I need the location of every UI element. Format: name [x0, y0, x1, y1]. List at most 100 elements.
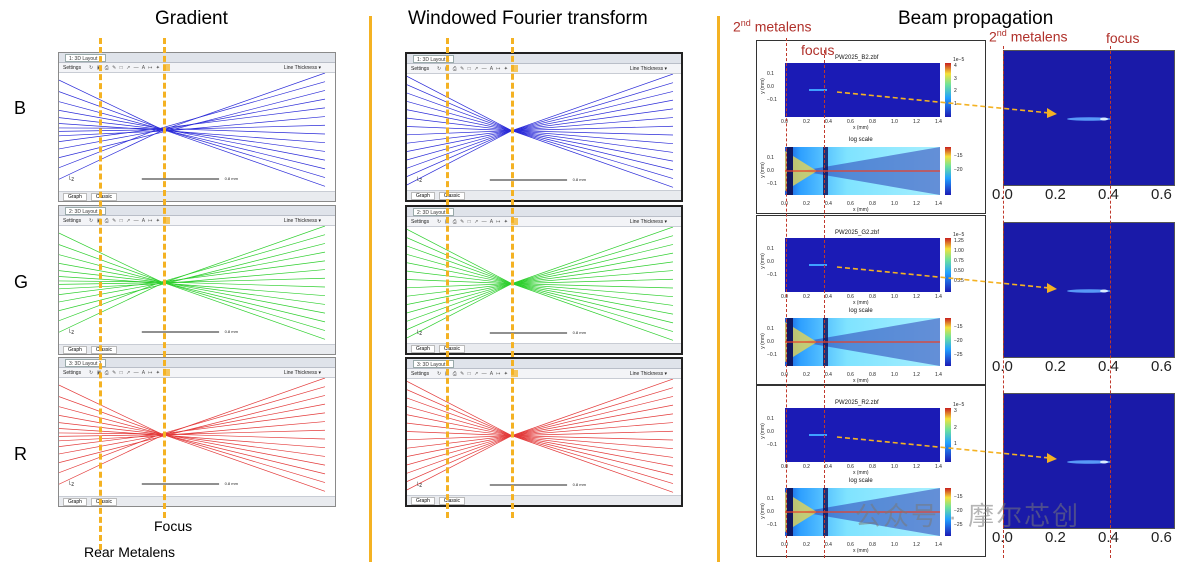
- x-tick-label: 1.4: [935, 294, 942, 300]
- axes-icon: └z: [415, 483, 423, 489]
- graph-tab[interactable]: Graph: [411, 192, 435, 200]
- classic-tab[interactable]: Classic: [438, 497, 466, 505]
- ray: [511, 130, 674, 179]
- ray-plot-svg: [406, 378, 674, 493]
- arrow-line: [836, 266, 1051, 289]
- ray: [511, 283, 674, 332]
- ray: [511, 435, 674, 450]
- ray: [58, 282, 165, 333]
- window-tab[interactable]: 1: 3D Layout 1: [413, 55, 454, 63]
- settings-button[interactable]: Settings: [63, 370, 82, 376]
- ray: [511, 235, 674, 284]
- intensity-spot: [809, 264, 827, 266]
- ray: [406, 435, 512, 474]
- ray: [58, 130, 168, 158]
- highlight-icon[interactable]: [163, 217, 171, 225]
- line-thickness-dropdown[interactable]: Line Thickness ▾: [283, 370, 321, 376]
- ray: [58, 232, 162, 283]
- arrow-line: [836, 91, 1051, 114]
- graph-tab[interactable]: Graph: [63, 193, 87, 201]
- highlight-icon[interactable]: [511, 65, 519, 73]
- settings-button[interactable]: Settings: [411, 371, 430, 377]
- focus-line-right: [1110, 46, 1111, 558]
- ray: [161, 281, 326, 314]
- y-tick-label: 0.1: [767, 246, 774, 252]
- graph-tab[interactable]: Graph: [411, 345, 435, 353]
- settings-button[interactable]: Settings: [63, 218, 82, 224]
- classic-tab[interactable]: Classic: [90, 193, 118, 201]
- ray: [511, 108, 674, 131]
- highlight-icon[interactable]: [163, 64, 171, 72]
- window-tab[interactable]: 1: 3D Layout 1: [65, 54, 106, 62]
- x-tick-label: 0.0: [781, 464, 788, 470]
- window-toolbar: Settings ↻ ▣ ⎙ ✎ □ ↗ — A ↦ ✦ Line Thickne…: [59, 368, 335, 378]
- colorbar-top-label: 3: [954, 408, 957, 414]
- line-thickness-dropdown[interactable]: Line Thickness ▾: [283, 218, 321, 224]
- ray: [511, 435, 674, 458]
- row-label-g: G: [14, 272, 29, 292]
- x-tick-label: 0.4: [825, 464, 832, 470]
- toolbar-icons[interactable]: ↻ ▣ ⎙ ✎ □ ↗ — A ↦ ✦: [437, 64, 519, 73]
- title-gradient: Gradient: [155, 8, 228, 29]
- classic-tab[interactable]: Classic: [438, 345, 466, 353]
- ray: [511, 244, 674, 284]
- separator-2: [717, 16, 720, 562]
- zoom-x-tick-label: 0.0: [992, 358, 1013, 375]
- settings-button[interactable]: Settings: [411, 219, 430, 225]
- log-map: [785, 318, 951, 366]
- ray: [166, 435, 326, 449]
- ray: [58, 282, 164, 285]
- ray: [511, 413, 674, 436]
- ray: [406, 422, 512, 436]
- ray: [406, 229, 513, 284]
- window-toolbar: Settings ↻ ▣ ⎙ ✎ □ ↗ — A ↦ ✦ Line Thickne…: [59, 63, 335, 73]
- toolbar-icons[interactable]: ↻ ▣ ⎙ ✎ □ ↗ — A ↦ ✦: [89, 368, 171, 377]
- ray-plot: 0.8 mm└z: [406, 226, 681, 343]
- ray: [163, 282, 326, 305]
- ray: [406, 283, 512, 297]
- colorbar-top-label: 3: [954, 75, 957, 82]
- graph-tab[interactable]: Graph: [63, 498, 87, 506]
- classic-tab[interactable]: Classic: [90, 498, 118, 506]
- graph-tab[interactable]: Graph: [63, 346, 87, 354]
- line-thickness-dropdown[interactable]: Line Thickness ▾: [629, 66, 667, 72]
- window-tab[interactable]: 3: 3D Layout 1: [65, 359, 106, 367]
- ray: [167, 116, 326, 132]
- intensity-map: [785, 408, 951, 462]
- ray: [58, 79, 161, 129]
- window-tab[interactable]: 2: 3D Layout 1: [65, 207, 106, 215]
- line-thickness-dropdown[interactable]: Line Thickness ▾: [283, 65, 321, 71]
- zemax-window-gradient-g: 2: 3D Layout 1 Settings ↻ ▣ ⎙ ✎ □ ↗ — A ↦ …: [58, 205, 336, 355]
- toolbar-icons[interactable]: ↻ ▣ ⎙ ✎ □ ↗ — A ↦ ✦: [437, 217, 519, 226]
- x-tick-label: 0.6: [847, 372, 854, 378]
- ray-plot: 0.8 mm└z: [58, 377, 335, 496]
- ray: [406, 406, 512, 436]
- window-tabbar: 1: 3D Layout 1: [59, 53, 335, 63]
- highlight-icon[interactable]: [163, 369, 171, 377]
- settings-button[interactable]: Settings: [63, 65, 82, 71]
- classic-tab[interactable]: Classic: [438, 192, 466, 200]
- ray: [511, 435, 674, 441]
- arrow-line: [836, 436, 1051, 459]
- line-thickness-dropdown[interactable]: Line Thickness ▾: [629, 219, 667, 225]
- window-tab[interactable]: 2: 3D Layout 1: [413, 208, 454, 216]
- toolbar-icons[interactable]: ↻ ▣ ⎙ ✎ □ ↗ — A ↦ ✦: [437, 369, 519, 378]
- settings-button[interactable]: Settings: [411, 66, 430, 72]
- toolbar-icons[interactable]: ↻ ▣ ⎙ ✎ □ ↗ — A ↦ ✦: [89, 63, 171, 72]
- x-tick-label: 1.0: [891, 119, 898, 125]
- toolbar-icons[interactable]: ↻ ▣ ⎙ ✎ □ ↗ — A ↦ ✦: [89, 216, 171, 225]
- x-tick-label: 1.4: [935, 372, 942, 378]
- zoom-x-tick-label: 0.6: [1151, 529, 1172, 546]
- zoom-x-tick-label: 0.0: [992, 186, 1013, 203]
- classic-tab[interactable]: Classic: [90, 346, 118, 354]
- highlight-icon[interactable]: [511, 218, 519, 226]
- y-axis-label: y (mm): [759, 253, 766, 269]
- ray: [511, 130, 674, 162]
- highlight-icon[interactable]: [511, 370, 519, 378]
- zoom-spot: [1067, 289, 1111, 293]
- rear-metalens-label: Rear Metalens: [84, 544, 176, 560]
- ray-plot-svg: [58, 377, 326, 492]
- line-thickness-dropdown[interactable]: Line Thickness ▾: [629, 371, 667, 377]
- window-tab[interactable]: 3: 3D Layout 1: [413, 360, 454, 368]
- graph-tab[interactable]: Graph: [411, 497, 435, 505]
